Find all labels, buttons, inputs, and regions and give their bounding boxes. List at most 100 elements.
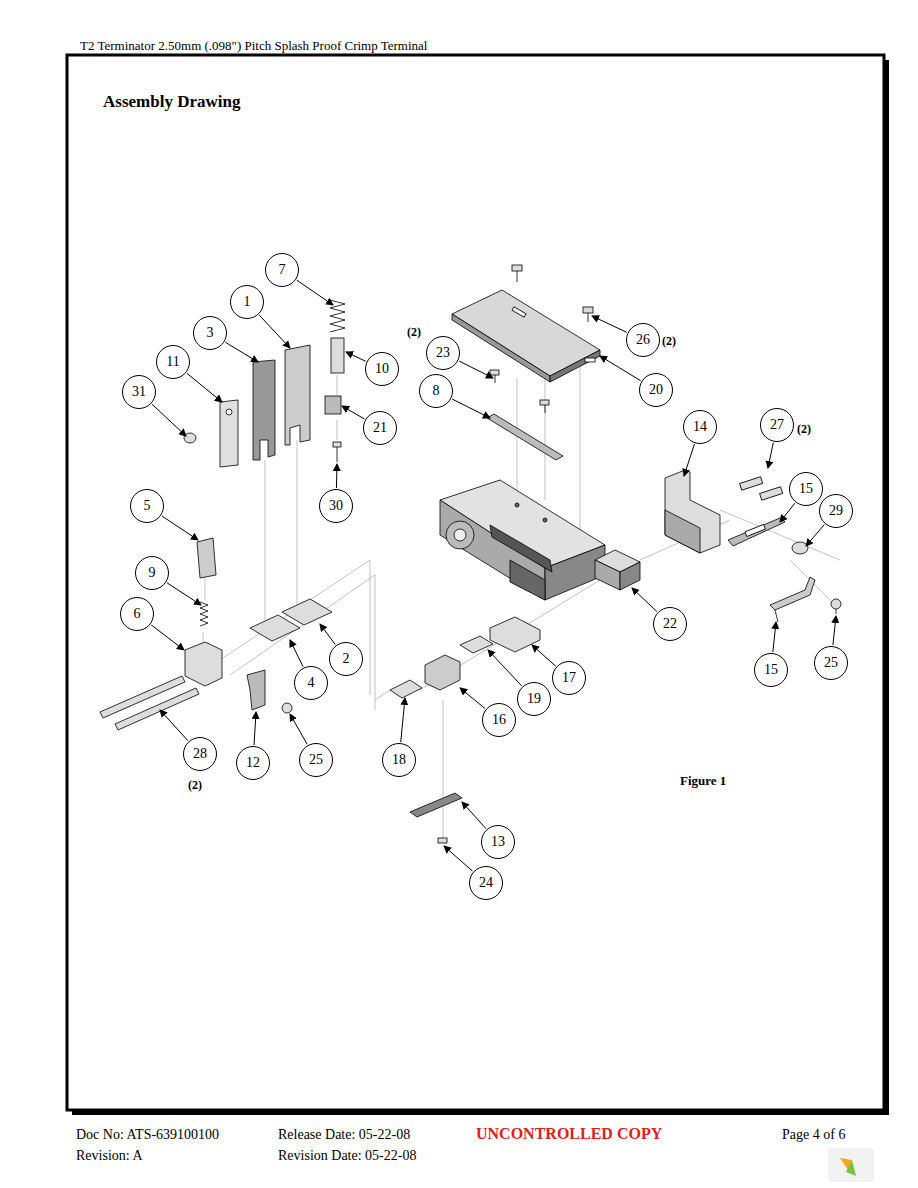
header-text: T2 Terminator 2.50mm (.098") Pitch Splas… (80, 39, 427, 53)
callout-number: 13 (481, 825, 515, 859)
callout-text: 22 (663, 617, 677, 631)
callout-number: 11 (156, 345, 190, 379)
callout-text: 31 (132, 385, 146, 399)
callout-text: 18 (392, 753, 406, 767)
leader-line (592, 316, 627, 332)
callout-number: 23 (426, 336, 460, 370)
leader-line (460, 688, 485, 709)
leader-line (488, 650, 522, 686)
callout-number: 10 (365, 352, 399, 386)
callout-text: 2 (343, 652, 350, 666)
callout-number: 27 (760, 408, 794, 442)
callout-number: 6 (120, 597, 154, 631)
callout-text: 20 (649, 383, 663, 397)
leader-line (160, 710, 188, 741)
footer-text: Revision Date: 05-22-08 (278, 1148, 416, 1163)
callout-text: 23 (436, 346, 450, 360)
leader-lines (151, 280, 836, 871)
callout-number: 21 (363, 411, 397, 445)
figure-caption: Figure 1 (680, 774, 726, 788)
callout-text: 14 (693, 420, 707, 434)
callout-text: 17 (562, 671, 576, 685)
callout-text: 9 (149, 566, 156, 580)
leader-line (452, 399, 490, 418)
callout-number: 18 (382, 743, 416, 777)
callout-number: 4 (294, 666, 328, 700)
callout-number: 2 (329, 642, 363, 676)
leader-line (290, 640, 303, 667)
leader-line (806, 525, 824, 546)
leader-line (773, 622, 776, 652)
leader-line (151, 625, 184, 650)
leader-line (780, 503, 795, 522)
callout-number: 8 (419, 374, 453, 408)
callout-number: 26 (626, 323, 660, 357)
callout-number: 1 (230, 285, 264, 319)
callout-number: 24 (469, 866, 503, 900)
callout-number: 5 (130, 489, 164, 523)
callout-text: 11 (166, 355, 179, 369)
leader-line (297, 280, 333, 305)
footer-text: Page 4 of 6 (782, 1127, 845, 1142)
callout-text: 4 (308, 676, 315, 690)
callout-text: 12 (246, 756, 260, 770)
callout-number: 31 (122, 375, 156, 409)
callout-text: 15 (799, 482, 813, 496)
callout-number: 9 (135, 556, 169, 590)
footer-text: Release Date: 05-22-08 (278, 1127, 410, 1142)
drawing-title: Assembly Drawing (103, 93, 240, 112)
callout-text: 1 (244, 295, 251, 309)
footer-text: Doc No: ATS-639100100 (76, 1127, 219, 1142)
callout-number: 3 (193, 316, 227, 350)
callout-text: 16 (492, 713, 506, 727)
leader-line (187, 373, 222, 402)
callout-number: 22 (653, 607, 687, 641)
callout-text: 30 (329, 499, 343, 513)
callout-number: 12 (236, 746, 270, 780)
leader-line (162, 516, 198, 540)
callout-text: 7 (279, 263, 286, 277)
leader-line (632, 588, 657, 612)
leader-line (225, 342, 258, 362)
quantity-note: (2) (797, 423, 811, 436)
leader-line (684, 444, 694, 476)
callout-number: 29 (819, 494, 853, 528)
callout-number: 7 (265, 253, 299, 287)
leader-line (342, 406, 364, 419)
callout-text: 6 (134, 607, 141, 621)
leader-line (259, 315, 290, 348)
quantity-note: (2) (407, 326, 421, 339)
callout-text: 25 (309, 753, 323, 767)
quantity-note: (2) (662, 335, 676, 348)
leader-line (401, 698, 405, 742)
callout-text: 27 (770, 418, 784, 432)
callout-number: 20 (639, 373, 673, 407)
callout-number: 25 (814, 646, 848, 680)
callout-text: 24 (479, 876, 493, 890)
watermark-text: UNCONTROLLED COPY (476, 1125, 662, 1143)
callout-number: 14 (683, 410, 717, 444)
callout-text: 13 (491, 835, 505, 849)
callout-text: 19 (527, 692, 541, 706)
leader-line (320, 624, 335, 645)
leader-line (833, 616, 836, 645)
callout-number: 28 (183, 737, 217, 771)
callout-text: 25 (824, 656, 838, 670)
callout-number: 15 (789, 472, 823, 506)
leader-line (600, 356, 641, 381)
footer-text: Revision: A (76, 1148, 143, 1163)
leader-line (346, 352, 366, 361)
leader-line (336, 464, 338, 488)
callout-number: 19 (517, 682, 551, 716)
callout-number: 17 (552, 661, 586, 695)
callout-number: 25 (299, 743, 333, 777)
callout-number: 15 (754, 653, 788, 687)
leader-line (444, 846, 472, 871)
callout-text: 15 (764, 663, 778, 677)
callout-text: 26 (636, 333, 650, 347)
callout-text: 21 (373, 421, 387, 435)
callout-text: 3 (207, 326, 214, 340)
leader-line (254, 712, 256, 745)
callout-text: 8 (433, 384, 440, 398)
